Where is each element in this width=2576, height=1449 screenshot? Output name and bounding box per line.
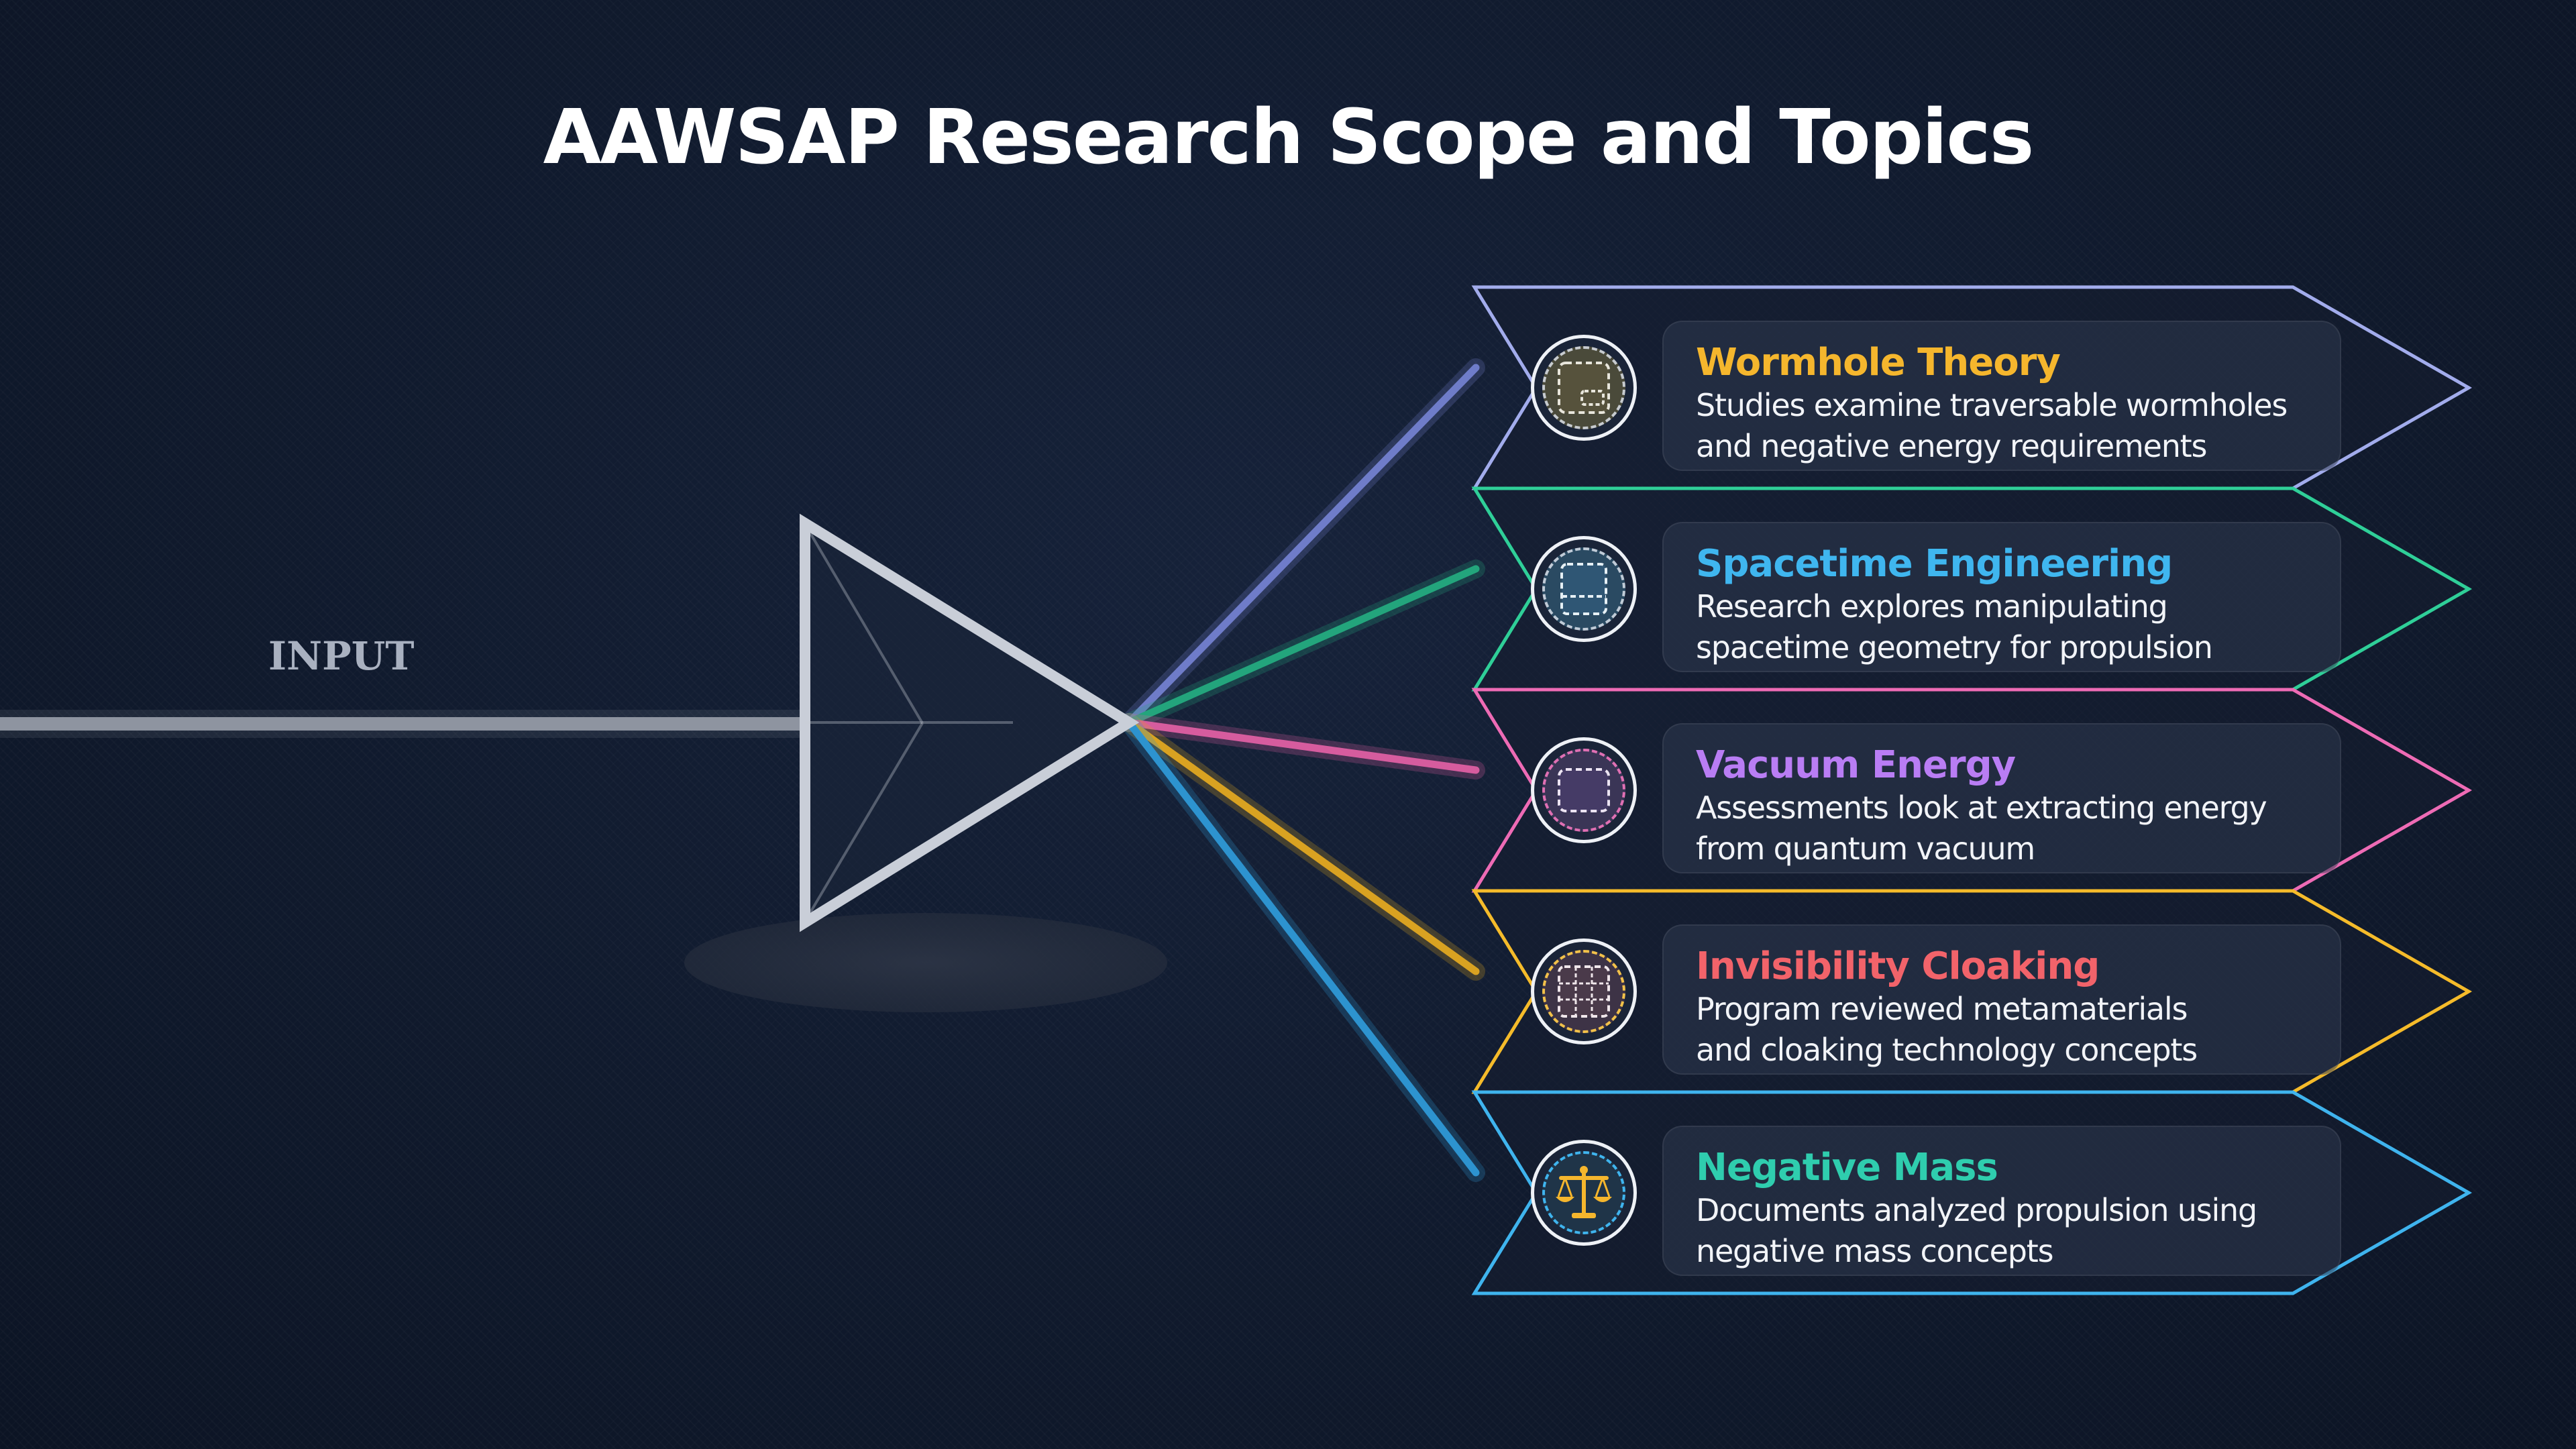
topic-title: Invisibility Cloaking bbox=[1696, 945, 2100, 988]
page-title: AAWSAP Research Scope and Topics bbox=[543, 94, 2035, 181]
topic-description: spacetime geometry for propulsion bbox=[1696, 629, 2213, 665]
topic-description: and cloaking technology concepts bbox=[1696, 1032, 2198, 1068]
topic-title: Wormhole Theory bbox=[1696, 341, 2061, 384]
input-beam bbox=[0, 710, 805, 738]
output-beam bbox=[1125, 718, 1480, 1177]
topic-title: Vacuum Energy bbox=[1696, 743, 2016, 787]
topic-description: Research explores manipulating bbox=[1696, 588, 2168, 625]
topic-description: negative mass concepts bbox=[1696, 1233, 2054, 1269]
output-beam bbox=[1125, 364, 1480, 727]
prism bbox=[800, 513, 1140, 932]
topic-card-spacetime-engineering: Spacetime Engineering Research explores … bbox=[1662, 522, 2341, 672]
prism-shadow bbox=[684, 913, 1167, 1012]
output-beam bbox=[1125, 565, 1480, 727]
output-beam bbox=[1125, 718, 1480, 975]
topic-title: Negative Mass bbox=[1696, 1146, 1998, 1189]
topic-card-wormhole-theory: Wormhole Theory Studies examine traversa… bbox=[1662, 321, 2341, 471]
output-beam bbox=[1125, 718, 1480, 774]
topic-description: Studies examine traversable wormholes bbox=[1696, 387, 2288, 423]
topic-card-invisibility-cloaking: Invisibility Cloaking Program reviewed m… bbox=[1662, 924, 2341, 1075]
topic-card-vacuum-energy: Vacuum Energy Assessments look at extrac… bbox=[1662, 723, 2341, 873]
topic-description: from quantum vacuum bbox=[1696, 830, 2035, 867]
topic-description: Assessments look at extracting energy bbox=[1696, 790, 2267, 826]
topic-description: and negative energy requirements bbox=[1696, 428, 2207, 464]
topic-description: Program reviewed metamaterials bbox=[1696, 991, 2188, 1027]
output-beams bbox=[1120, 358, 1485, 1182]
topic-description: Documents analyzed propulsion using bbox=[1696, 1192, 2257, 1228]
input-label: INPUT bbox=[268, 633, 415, 679]
topic-card-negative-mass: Negative Mass Documents analyzed propuls… bbox=[1662, 1126, 2341, 1276]
topic-title: Spacetime Engineering bbox=[1696, 542, 2173, 586]
